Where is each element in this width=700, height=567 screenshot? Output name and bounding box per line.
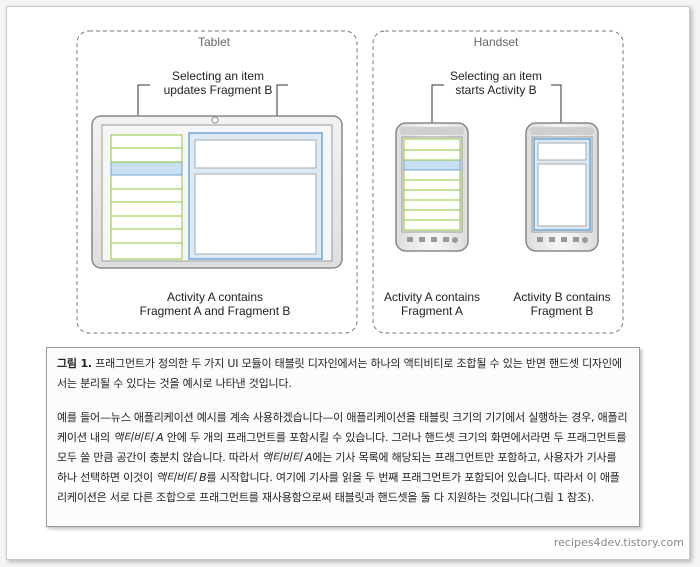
phone-a-caption-line1: Activity A contains: [384, 290, 480, 304]
handset-callout-arrow: [431, 84, 561, 138]
phone-b-fragment-b: [533, 138, 591, 231]
body-paragraph: 예를 들어—뉴스 애플리케이션 예시를 계속 사용하겠습니다—이 애플리케이션을…: [57, 408, 629, 508]
body-text-2: 안에 두 개의 프래그먼트를 포함시킬 수 있습니다. 그러나 핸드셋 크기의 …: [57, 431, 627, 464]
phone-a-caption-line2: Fragment A: [401, 304, 463, 318]
tablet-fragment-a-list: [110, 134, 183, 260]
tablet-caption-line2: Fragment A and Fragment B: [140, 304, 291, 318]
tablet-caption-line1: Activity A contains: [167, 290, 263, 304]
tablet-fragment-b: [188, 132, 323, 260]
handset-callout-line2: starts Activity B: [455, 83, 536, 97]
phone-activity-b: [525, 122, 599, 252]
tablet-camera-icon: [211, 116, 219, 124]
figure-caption: 그림 1. 프래그먼트가 정의한 두 가지 UI 모듈이 태블릿 디자인에서는 …: [57, 354, 629, 394]
caption-box: 그림 1. 프래그먼트가 정의한 두 가지 UI 모듈이 태블릿 디자인에서는 …: [46, 347, 640, 527]
handset-callout-line1: Selecting an item: [450, 69, 542, 83]
body-text-3: 에는 기사 목록에 해당되는 프래그먼트만 포함하고, 사용자가 기사를 하나 …: [57, 451, 617, 484]
body-text-1: 예를 들어—뉴스 애플리케이션 예시를 계속 사용하겠습니다—이 애플리케이션을…: [57, 411, 628, 444]
phone-b-nav-buttons: [537, 237, 588, 243]
figure-text: 프래그먼트가 정의한 두 가지 UI 모듈이 태블릿 디자인에서는 하나의 액티…: [57, 357, 622, 390]
handset-title: Handset: [474, 35, 519, 49]
figure-label: 그림 1.: [57, 357, 92, 370]
activity-a-emphasis-2: 액티비티 A: [261, 451, 313, 464]
body-text-4: 를 시작합니다. 여기에 기사를 읽을 두 번째 프래그먼트가 포함되어 있습니…: [57, 471, 620, 504]
tablet-panel: Tablet Selecting an item updates Fragmen…: [76, 30, 358, 334]
tablet-title: Tablet: [198, 35, 231, 49]
phone-a-nav-buttons: [407, 237, 458, 243]
watermark: recipes4dev.tistory.com: [553, 536, 684, 549]
activity-b-emphasis: 액티비티 B: [156, 471, 207, 484]
phone-a-fragment-a-list: [403, 138, 461, 231]
fragment-diagram: Tablet Selecting an item updates Fragmen…: [76, 30, 624, 334]
phone-activity-a: [395, 122, 469, 252]
activity-a-emphasis: 액티비티 A: [113, 431, 164, 444]
handset-panel: Handset Selecting an item starts Activit…: [372, 30, 624, 334]
phone-b-caption-line2: Fragment B: [531, 304, 594, 318]
tablet-device: [91, 115, 343, 269]
tablet-callout-line2: updates Fragment B: [164, 83, 273, 97]
tablet-callout-line1: Selecting an item: [172, 69, 264, 83]
phone-b-caption-line1: Activity B contains: [513, 290, 610, 304]
